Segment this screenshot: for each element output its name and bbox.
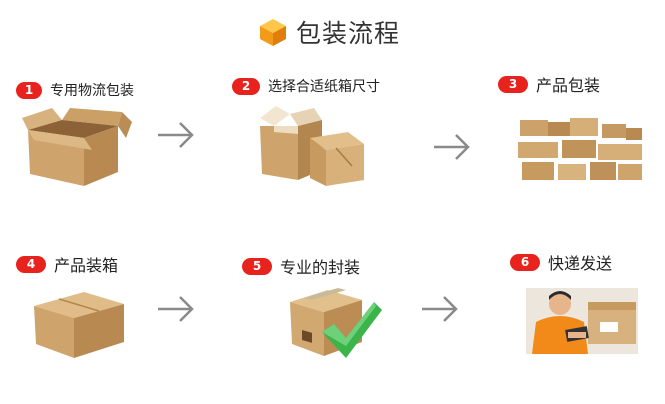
step-1-text: 专用物流包装 xyxy=(50,83,134,99)
small-boxes-image xyxy=(260,106,364,186)
open-box-image xyxy=(22,108,132,186)
step-4-text: 产品装箱 xyxy=(54,256,119,275)
arrow-right-icon xyxy=(158,296,194,322)
packed-products-image xyxy=(518,118,642,180)
step-3-badge: 3 xyxy=(498,75,528,93)
step-3-label: 3 产品包装 xyxy=(498,72,600,96)
step-2-text: 选择合适纸箱尺寸 xyxy=(268,79,380,95)
arrow-right-icon xyxy=(422,296,458,322)
step-4-label: 4 产品装箱 xyxy=(16,252,118,276)
step-5-label: 5 专业的封装 xyxy=(242,254,360,278)
courier-delivery-image xyxy=(526,288,638,354)
step-4-badge: 4 xyxy=(16,255,46,273)
arrow-right-icon xyxy=(434,134,470,160)
closed-box-image xyxy=(34,292,124,358)
step-6-badge: 6 xyxy=(510,253,540,271)
step-2-label: 2 选择合适纸箱尺寸 xyxy=(232,76,380,96)
cube-icon xyxy=(260,19,286,46)
page-title-text: 包装流程 xyxy=(296,19,401,48)
page-title: 包装流程 xyxy=(258,14,400,50)
step-6-label: 6 快递发送 xyxy=(510,250,612,274)
arrow-right-icon xyxy=(158,122,194,148)
step-5-badge: 5 xyxy=(242,257,272,275)
step-5-text: 专业的封装 xyxy=(280,258,361,277)
step-1-badge: 1 xyxy=(16,81,42,99)
step-1-label: 1 专用物流包装 xyxy=(16,80,134,100)
step-2-badge: 2 xyxy=(232,77,260,95)
step-3-text: 产品包装 xyxy=(536,76,601,95)
step-6-text: 快递发送 xyxy=(548,254,613,273)
check-mark-icon xyxy=(322,302,382,358)
